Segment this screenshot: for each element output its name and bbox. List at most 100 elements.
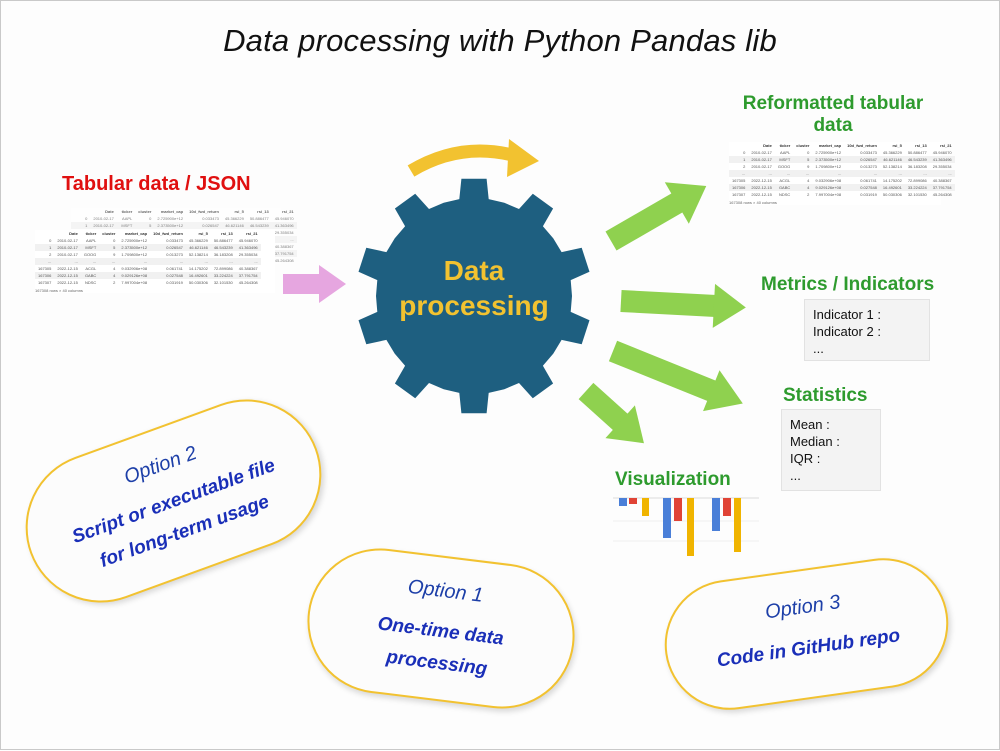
table-cell: 36.183208 (213, 252, 233, 257)
table-cell: 33.224224 (210, 272, 236, 279)
input-label: Tabular data / JSON (62, 173, 251, 195)
table-header: cluster (796, 143, 810, 148)
table-cell: 9.029126e+08 (812, 184, 845, 191)
table-header: 10d_fwd_return (847, 143, 877, 148)
table-cell: 41.363496 (929, 156, 955, 163)
table-cell: 45.366229 (882, 150, 902, 155)
table-cell: 40.388367 (274, 244, 294, 249)
table-cell: 2010-02-17 (748, 156, 775, 163)
table-cell: 0.027548 (844, 184, 880, 191)
metrics-item: Indicator 1 : (813, 307, 881, 322)
statistics-item: Median : (790, 434, 840, 449)
table-cell: 46.621146 (185, 244, 211, 251)
chart-bar (723, 498, 731, 516)
table-cell: ... (729, 170, 749, 177)
table-cell: 9.029126e+08 (118, 272, 151, 279)
chart-bar (674, 498, 682, 521)
table-header: Date (69, 231, 78, 236)
table-cell: 45.366229 (188, 238, 208, 243)
chart-bar (663, 498, 671, 538)
table-cell: 50.886477 (907, 150, 927, 155)
table-cell: NDSC (84, 280, 97, 285)
table-cell: 50.886477 (213, 238, 233, 243)
table-cell: 45.946070 (932, 150, 952, 155)
table-cell: 46.621146 (879, 156, 905, 163)
table-cell: MSFT (80, 244, 100, 251)
table-cell: 16.492601 (879, 184, 905, 191)
table-cell: 45.264308 (274, 258, 294, 263)
table-cell: 167306 (729, 184, 749, 191)
table-cell: ... (235, 258, 261, 265)
table-cell: 0 (113, 238, 116, 243)
table-cell: 7.997004e+08 (121, 280, 148, 285)
table-cell: 2010-02-17 (751, 150, 772, 155)
table-cell: 0.026547 (186, 222, 222, 229)
chart-bar (687, 498, 694, 556)
table-cell: 2010-02-17 (90, 222, 117, 229)
table-cell: ... (185, 258, 211, 265)
table-cell: 2022-12-15 (751, 178, 772, 183)
table-cell: 2.725900e+12 (121, 238, 148, 243)
table-cell: 72.899086 (907, 178, 927, 183)
table-cell: 167307 (38, 280, 52, 285)
table-cell: 0 (807, 150, 810, 155)
table-header (729, 142, 748, 149)
table-cell: 14.175202 (882, 178, 902, 183)
table-cell: 4 (793, 184, 813, 191)
table-cell: 41.363496 (271, 222, 297, 229)
table-cell: ... (929, 170, 955, 177)
table-cell: 2 (113, 280, 116, 285)
table-cell: 2010-02-17 (751, 164, 772, 169)
table-cell: 5 (793, 156, 813, 163)
rotate-arrow-icon (407, 139, 539, 177)
table-cell: 29.355034 (932, 164, 952, 169)
table-cell: 1 (35, 244, 55, 251)
table-cell: 46.543239 (904, 156, 930, 163)
chart-bar (642, 498, 649, 516)
table-cell: 52.138214 (882, 164, 902, 169)
table-cell: 72.899086 (213, 266, 233, 271)
reformatted-label-line1: Reformatted tabular (742, 93, 924, 114)
table-cell: 7.997004e+08 (815, 192, 842, 197)
table-cell: 9.032906e+08 (121, 266, 148, 271)
table-cell: 0.033473 (166, 238, 183, 243)
table-cell: 4 (113, 266, 116, 271)
table-cell: ... (54, 258, 81, 265)
table-header: market_cap (818, 143, 842, 148)
table-header: rsi_13 (915, 143, 927, 148)
table-cell: AAPL (86, 238, 97, 243)
metrics-item: ... (813, 341, 824, 356)
table-cell: 0.026547 (150, 244, 186, 251)
visualization-thumbnail (613, 497, 759, 556)
table-cell: 1 (71, 222, 91, 229)
table-cell: 33.224224 (904, 184, 930, 191)
table-cell: 2022-12-15 (54, 272, 81, 279)
statistics-item: Mean : (790, 417, 830, 432)
table-note: 167308 rows × 40 columns (35, 288, 83, 293)
table-cell: 29.355034 (238, 252, 258, 257)
table-cell: 0 (49, 238, 52, 243)
table-header: rsi_21 (940, 143, 952, 148)
table-header: rsi_13 (221, 231, 233, 236)
table-header: cluster (138, 209, 152, 214)
table-cell: 0 (743, 150, 746, 155)
chart-bar (712, 498, 720, 531)
table-header: Date (105, 209, 114, 214)
table-cell: ACGL (85, 266, 97, 271)
table-cell: 50.030306 (882, 192, 902, 197)
table-header (71, 208, 90, 215)
table-cell: 2010-02-17 (57, 238, 78, 243)
table-header: rsi_13 (257, 209, 269, 214)
statistics-item: ... (790, 468, 801, 483)
